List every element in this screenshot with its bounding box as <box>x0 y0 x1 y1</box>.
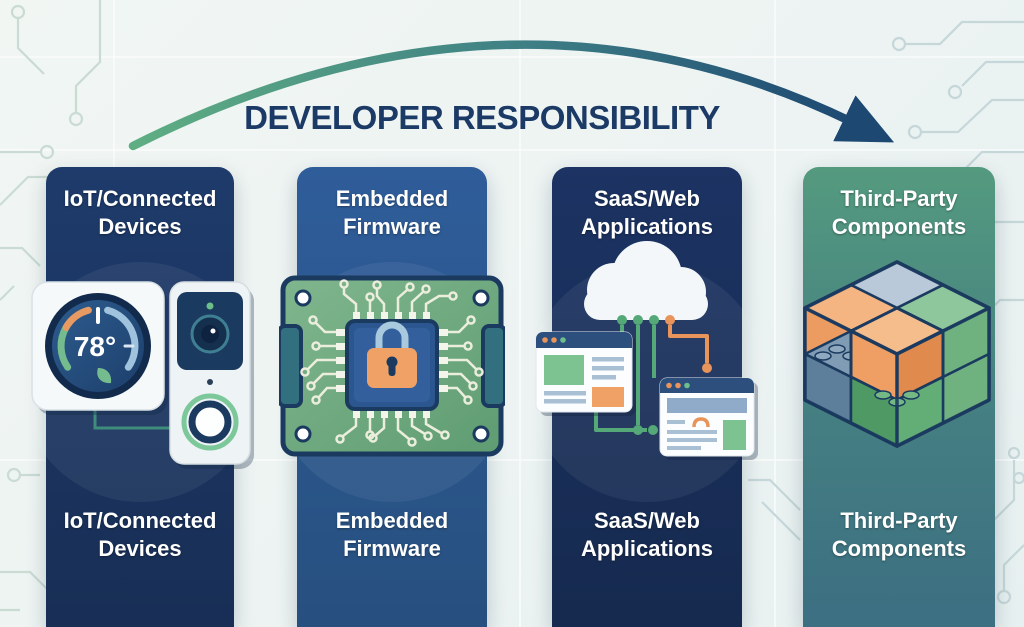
cloud-with-browser-windows-icon <box>535 241 758 460</box>
column-top-label: Embedded Firmware <box>335 186 449 239</box>
chip-pins <box>336 312 448 418</box>
circuit-board-lock-icon <box>279 275 505 457</box>
column-bottom-label: SaaS/Web Applications <box>580 508 713 561</box>
browser-window-right <box>659 377 758 460</box>
doorbell-led <box>206 302 214 310</box>
column-top-label: Third-Party Components <box>831 186 967 239</box>
device-connector-line <box>93 410 178 430</box>
lock-icon <box>367 321 417 388</box>
smart-thermostat-icon: 78° <box>31 281 168 415</box>
column-top-label: IoT/Connected Devices <box>63 186 217 239</box>
iot-devices-icon-group: 78° <box>31 281 254 469</box>
board-connector-left <box>279 324 303 408</box>
board-screws <box>294 289 490 443</box>
leaf-icon <box>97 368 112 384</box>
3d-component-cube-icon <box>803 260 991 448</box>
video-doorbell-icon <box>169 281 254 469</box>
circuit-traces <box>300 279 484 447</box>
column-top-label: SaaS/Web Applications <box>580 186 713 239</box>
outer-glass-cube-edges <box>803 260 991 448</box>
column-bottom-label: Embedded Firmware <box>335 508 449 561</box>
thermostat-temperature: 78° <box>74 331 116 362</box>
orange-glyph <box>692 417 710 428</box>
column-bottom-label: IoT/Connected Devices <box>63 508 217 561</box>
page-title: DEVELOPER RESPONSIBILITY <box>244 99 720 136</box>
cloud-icon <box>584 241 708 320</box>
column-bottom-label: Third-Party Components <box>831 508 967 561</box>
browser-window-left <box>535 331 636 416</box>
board-connector-right <box>481 324 505 408</box>
doorbell-button <box>181 393 239 451</box>
